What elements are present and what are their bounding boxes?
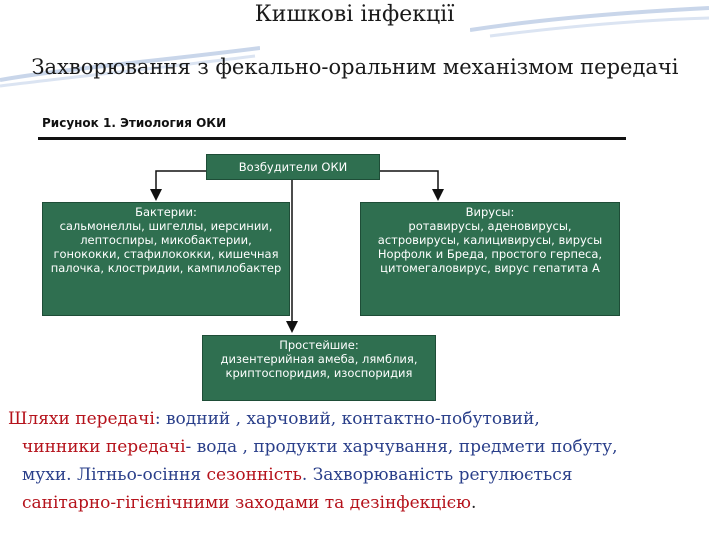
protozoa-box: Простейшие: дизентерийная амеба, лямблия…	[202, 335, 436, 401]
decorative-swoosh-right	[470, 6, 709, 38]
season-word: сезонність	[206, 465, 302, 485]
text-line-3: мухи. Літньо-осіння сезонність. Захворюв…	[8, 461, 708, 489]
line3-start: мухи. Літньо-осіння	[22, 465, 207, 485]
figure-rule	[38, 137, 626, 140]
etiology-figure: Рисунок 1. Этиология ОКИ Возбудители ОКИ…	[38, 113, 626, 403]
paths-label: Шляхи передачі	[8, 409, 155, 429]
description-text: Шляхи передачі: водний , харчовий, конта…	[8, 405, 708, 517]
text-line-4: санітарно-гігієнічними заходами та дезін…	[8, 489, 708, 517]
bacteria-head: Бактерии:	[135, 205, 197, 219]
root-box: Возбудители ОКИ	[206, 154, 380, 180]
slide-title: Кишкові інфекції	[254, 2, 455, 27]
bacteria-body: сальмонеллы, шигеллы, иерсинии, лептоспи…	[50, 219, 282, 275]
factors-label: чинники передачі	[22, 437, 186, 457]
viruses-body: ротавирусы, аденовирусы, астровирусы, ка…	[377, 219, 603, 275]
text-line-1: Шляхи передачі: водний , харчовий, конта…	[8, 405, 708, 433]
figure-caption: Рисунок 1. Этиология ОКИ	[42, 116, 227, 130]
decorative-swoosh-left	[0, 46, 260, 88]
diagram-arrows	[150, 170, 444, 333]
bacteria-box: Бактерии: сальмонеллы, шигеллы, иерсинии…	[42, 202, 290, 316]
slide-subtitle: Захворювання з фекально-оральним механіз…	[31, 55, 679, 79]
text-line-2: чинники передачі- вода , продукти харчув…	[8, 433, 708, 461]
viruses-head: Вирусы:	[465, 205, 515, 219]
root-box-label: Возбудители ОКИ	[238, 160, 348, 174]
line3-end: . Захворюваність регулюється	[301, 465, 573, 485]
paths-value: : водний , харчовий, контактно-побутовий…	[154, 409, 540, 429]
protozoa-head: Простейшие:	[279, 338, 359, 352]
viruses-box: Вирусы: ротавирусы, аденовирусы, астрови…	[360, 202, 620, 316]
factors-value: - вода , продукти харчування, предмети п…	[185, 437, 618, 457]
protozoa-body: дизентерийная амеба, лямблия, криптоспор…	[220, 352, 418, 380]
line4-period: .	[470, 493, 477, 513]
measures-text: санітарно-гігієнічними заходами та дезін…	[22, 493, 471, 513]
